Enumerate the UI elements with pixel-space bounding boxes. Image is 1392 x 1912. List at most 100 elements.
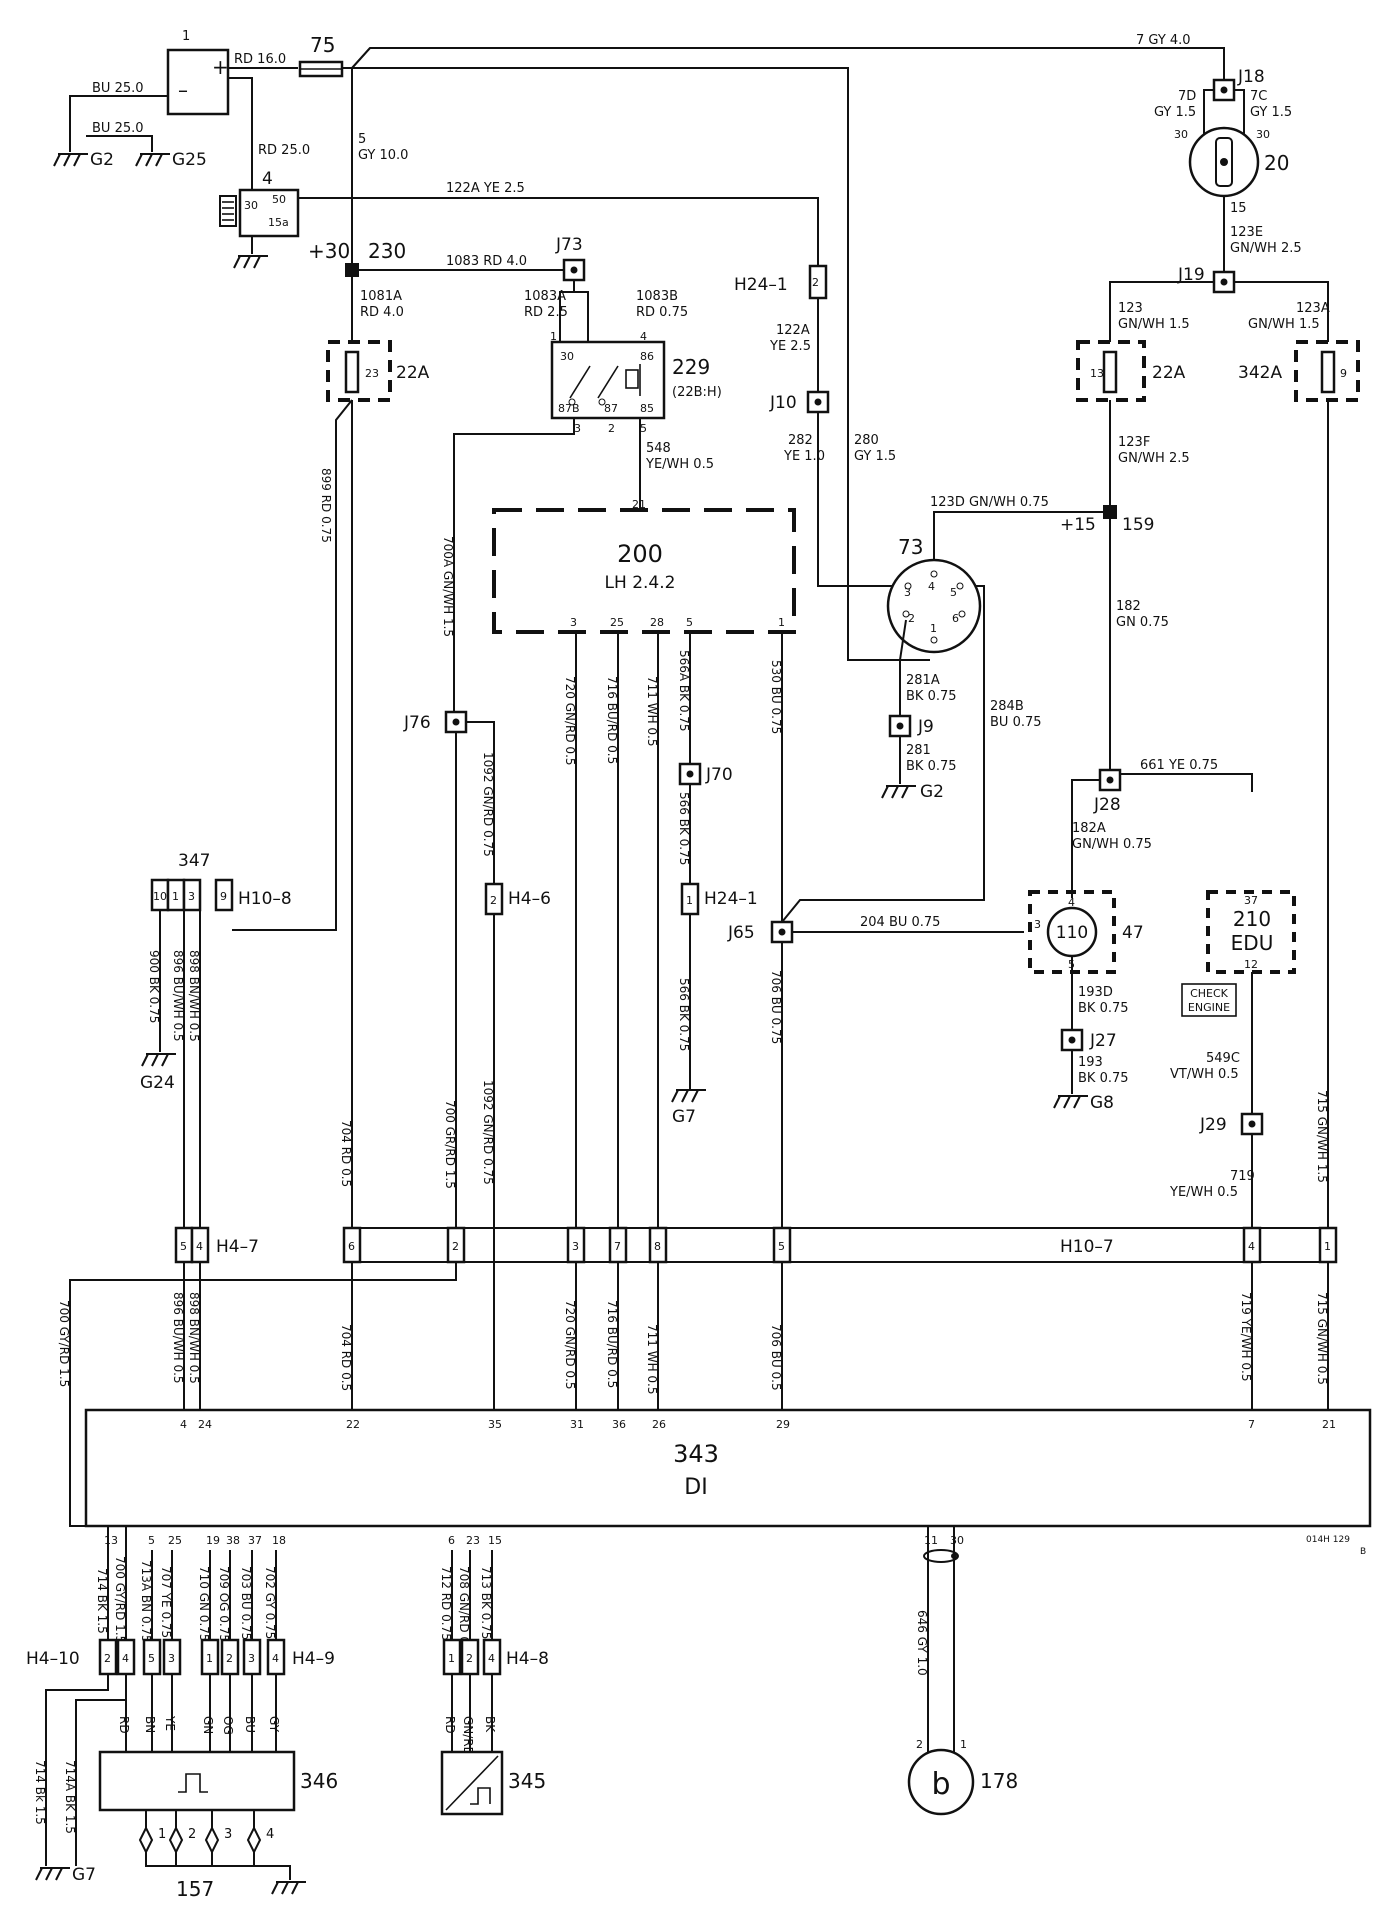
ground-g7-mid-label: G7 [672, 1107, 696, 1127]
c346-ye: YE [163, 1715, 177, 1731]
s347-pin-9: 9 [220, 890, 227, 903]
wire-label-700a: 700A GN/WH 1.5 [441, 536, 455, 637]
plus30-label: +30 [308, 239, 350, 263]
wire-label-gy4-7: 7 GY 4.0 [1136, 33, 1191, 48]
c346-og: OG [221, 1716, 235, 1735]
j76-label: J76 [403, 713, 431, 733]
di-pin-19: 19 [206, 1534, 220, 1547]
edu-number: 210 [1233, 907, 1271, 931]
junction-j70: J70 [678, 762, 733, 786]
relay-pin-1: 1 [550, 330, 557, 343]
wire-label-720a: 720 GN/RD 0.5 [563, 676, 577, 766]
wire-label-711a: 711 WH 0.5 [645, 676, 659, 747]
wire-label-719b: 719 YE/WH 0.5 [1239, 1292, 1253, 1381]
fuse-22a-mid-label: 22A [1152, 363, 1186, 383]
ground-g7-bottom: G7 [35, 1865, 96, 1885]
wire-label-700b: 700 GR/RD 1.5 [443, 1100, 457, 1189]
di-pin-21: 21 [1322, 1418, 1336, 1431]
h46-pin: 2 [490, 894, 497, 907]
h10-8-label: H10–8 [238, 889, 292, 909]
wire-label-566b: 566 BK 0.75 [677, 792, 691, 865]
ign-20-label: 20 [1264, 151, 1289, 175]
wire-label-182a: 182A [1072, 821, 1106, 836]
ground-g7-bottom-label: G7 [72, 1865, 96, 1885]
c157-label: 157 [176, 1877, 214, 1901]
relay-pin-85: 85 [640, 402, 654, 415]
wire-label-122a: 122A [776, 323, 810, 338]
ground-g2-label: G2 [90, 150, 114, 170]
wire-label-193d: 193D [1078, 985, 1113, 1000]
wire-label-710: 710 GN 0.75 [197, 1566, 211, 1642]
splice-159-label: 159 [1122, 515, 1154, 535]
ground-g7-mid: G7 [671, 1089, 706, 1127]
di-pin-15: 15 [488, 1534, 502, 1547]
di-pin-31: 31 [570, 1418, 584, 1431]
h410-pin-3: 3 [168, 1652, 175, 1665]
edu-210: 210 EDU 37 12 [1206, 890, 1296, 974]
j29-label: J29 [1199, 1115, 1227, 1135]
connector-h4-7: 5 4 H4–7 [174, 1226, 259, 1264]
check-engine-lamp: CHECK ENGINE [1181, 983, 1237, 1017]
diag-pin-6: 6 [952, 612, 959, 625]
c345-label: 345 [508, 1769, 546, 1793]
h10-7-label: H10–7 [1060, 1237, 1114, 1257]
wire-label-706b: 706 BU 0.5 [769, 1324, 783, 1391]
starter-pin-50: 50 [272, 193, 286, 206]
wire-label-7d: 7D [1178, 89, 1196, 104]
ground-g2-mid-label: G2 [920, 782, 944, 802]
wire-label-1083b-c: RD 0.75 [636, 305, 688, 320]
wire-label-713a: 713A BN 0.75 [139, 1560, 153, 1643]
wire-label-711b: 711 WH 0.5 [645, 1324, 659, 1395]
c178-label: 178 [980, 1769, 1018, 1793]
hall-sensor-345: 345 [440, 1750, 546, 1816]
wire-label-1083b: 1083B [636, 289, 678, 304]
di-bottom-pins: 13 5 25 19 38 37 18 6 23 15 11 30 [104, 1534, 964, 1547]
wire-label-714a: 714A BK 1.5 [63, 1760, 77, 1834]
svg-text:b: b [931, 1767, 950, 1802]
di-pin-24: 24 [198, 1418, 212, 1431]
wire-label-899: 899 RD 0.75 [319, 468, 333, 543]
check-engine-line2: ENGINE [1188, 1001, 1230, 1014]
c346-bn: BN [143, 1716, 157, 1733]
wire-label-123d: 123D GN/WH 0.75 [930, 495, 1049, 510]
wire-label-898a: 898 BN/WH 0.5 [187, 950, 201, 1042]
connector-h4-6: 2 H4–6 [484, 882, 551, 916]
di-pin-25: 25 [168, 1534, 182, 1547]
c345-gnrd: GN/RD [461, 1716, 475, 1756]
wire-label-193-c: BK 0.75 [1078, 1071, 1129, 1086]
sensor-178: b 2 1 178 [907, 1738, 1018, 1816]
wire-label-714: 714 BK 1.5 [95, 1568, 109, 1634]
wire-label-193d-c: BK 0.75 [1078, 1001, 1129, 1016]
wire-label-123f-c: GN/WH 2.5 [1118, 451, 1190, 466]
c346-bu: BU [243, 1716, 257, 1733]
h47-pin-4: 4 [196, 1240, 203, 1253]
h241-pin: 2 [812, 276, 819, 289]
diag-pin-2: 2 [908, 612, 915, 625]
wire-label-204: 204 BU 0.75 [860, 915, 940, 930]
j18-label: J18 [1237, 67, 1265, 87]
relay-pin-87b: 87B [558, 402, 580, 415]
h241b-pin: 1 [686, 894, 693, 907]
fuse-75-label: 75 [310, 33, 335, 57]
wire-label-193: 193 [1078, 1055, 1103, 1070]
wire-label-566c: 566 BK 0.75 [677, 978, 691, 1051]
di-number: 343 [673, 1440, 719, 1468]
wire-label-700c: 700 GY/RD 1.5 [57, 1300, 71, 1387]
connector-347-h10-8: 347 10 1 3 9 H10–8 [150, 851, 292, 912]
h107-pin-8: 8 [654, 1240, 661, 1253]
di-pin-29: 29 [776, 1418, 790, 1431]
wire-label-704b: 704 RD 0.5 [339, 1324, 353, 1391]
connector-h24-1-lower: 1 H24–1 [680, 882, 758, 916]
connector-h24-1-upper: 2 H24–1 [734, 264, 828, 300]
h107-pin-3: 3 [572, 1240, 579, 1253]
wire-label-bu25b: BU 25.0 [92, 121, 144, 136]
ground-g8-label: G8 [1090, 1093, 1114, 1113]
h107-pin-6: 6 [348, 1240, 355, 1253]
wire-label-720b: 720 GN/RD 0.5 [563, 1300, 577, 1390]
c345-bk: BK [483, 1716, 497, 1733]
wire-label-646: 646 GY 1.0 [915, 1610, 929, 1676]
c346-gy: GY [267, 1716, 281, 1733]
h49-pin-2: 2 [226, 1652, 233, 1665]
wire-label-282-c: YE 1.0 [783, 449, 825, 464]
plus15-label: +15 [1060, 515, 1096, 535]
